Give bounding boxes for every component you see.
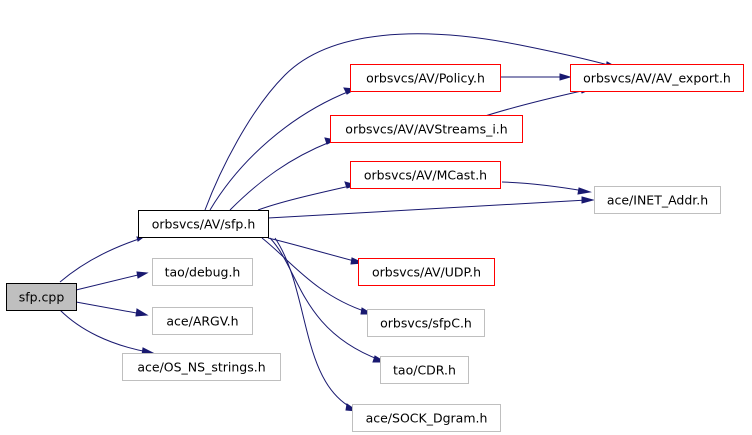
node-label-av-export: orbsvcs/AV/AV_export.h bbox=[583, 71, 731, 86]
edge-sfp-h-to-cdr bbox=[269, 237, 381, 361]
edge-sfp-h-to-udp bbox=[267, 237, 359, 263]
node-box-avstreams[interactable] bbox=[330, 115, 523, 143]
nodes-layer: sfp.cpp orbsvcs/AV/sfp.h tao/debug.h ace/AR… bbox=[6, 64, 744, 432]
arrowhead-debug bbox=[136, 271, 149, 279]
node-box-sfp-h[interactable] bbox=[138, 210, 269, 238]
edge-avstreams-to-av-export bbox=[481, 89, 587, 118]
node-label-mcast: orbsvcs/AV/MCast.h bbox=[364, 168, 487, 183]
node-box-sfpc bbox=[367, 309, 485, 337]
edge-sfp-cpp-to-argv bbox=[75, 301, 143, 315]
edge-sfp-h-to-av-export bbox=[204, 33, 613, 211]
arrowhead-inet-addr-upper bbox=[577, 187, 592, 195]
node-label-inet-addr: ace/INET_Addr.h bbox=[607, 193, 708, 208]
edge-mcast-to-inet-addr bbox=[501, 181, 585, 192]
node-label-ace-os-ns: ace/OS_NS_strings.h bbox=[137, 360, 265, 375]
arrowhead-av-export-policy bbox=[559, 73, 572, 81]
arrowhead-inet-addr-lower bbox=[581, 196, 595, 204]
node-label-tao-debug: tao/debug.h bbox=[165, 265, 241, 280]
edge-sfp-h-to-policy bbox=[209, 90, 351, 211]
node-box-sock-dgram bbox=[352, 404, 501, 432]
node-box-inet-addr bbox=[594, 186, 721, 214]
edge-sfp-cpp-to-os-ns bbox=[59, 309, 149, 353]
edge-sfp-h-to-inet-addr bbox=[267, 199, 588, 219]
node-box-mcast[interactable] bbox=[350, 161, 501, 189]
node-box-tao-debug bbox=[152, 258, 253, 286]
node-label-sfp-h: orbsvcs/AV/sfp.h bbox=[152, 217, 256, 232]
node-box-ace-argv bbox=[152, 307, 253, 335]
node-label-policy: orbsvcs/AV/Policy.h bbox=[366, 71, 485, 86]
node-box-sfp-cpp[interactable] bbox=[6, 283, 77, 311]
node-label-cdr: tao/CDR.h bbox=[393, 363, 456, 378]
node-box-cdr bbox=[380, 356, 469, 384]
node-label-sfpc: orbsvcs/sfpC.h bbox=[380, 316, 472, 331]
node-label-sock-dgram: ace/SOCK_Dgram.h bbox=[366, 411, 488, 426]
node-label-sfp-cpp: sfp.cpp bbox=[19, 290, 65, 305]
edge-sfp-h-to-mcast bbox=[257, 185, 351, 211]
arrowhead-argv bbox=[135, 308, 149, 317]
edge-sfp-cpp-to-debug bbox=[75, 273, 143, 291]
node-label-avstreams: orbsvcs/AV/AVStreams_i.h bbox=[345, 122, 507, 137]
node-box-ace-os-ns bbox=[122, 353, 281, 381]
edge-sfp-cpp-to-sfp-h bbox=[59, 237, 143, 283]
node-box-policy[interactable] bbox=[350, 64, 501, 92]
edge-sfp-h-to-sock-dgram bbox=[274, 237, 353, 409]
edge-sfp-h-to-avstreams bbox=[229, 141, 331, 211]
node-box-av-export[interactable] bbox=[570, 64, 744, 92]
edge-sfp-h-to-sfpc bbox=[261, 237, 368, 313]
node-label-udp: orbsvcs/AV/UDP.h bbox=[372, 265, 481, 280]
node-box-udp[interactable] bbox=[358, 258, 495, 286]
node-label-ace-argv: ace/ARGV.h bbox=[166, 314, 238, 329]
